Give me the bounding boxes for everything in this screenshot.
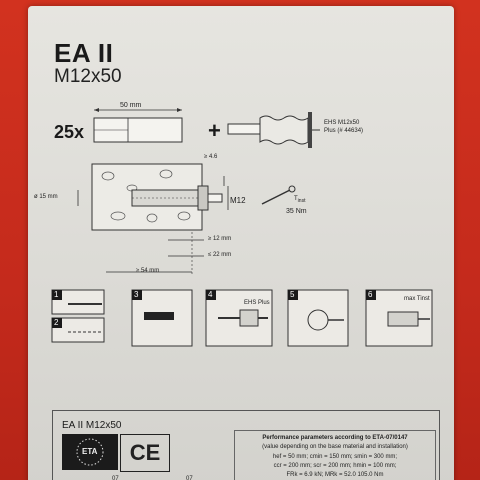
- nut: [197, 185, 209, 211]
- anchor-diagram: [51, 108, 433, 347]
- torque-symbol-sub: inst: [297, 198, 306, 205]
- step-5-number: 5: [290, 290, 295, 299]
- bolt-end: [207, 193, 223, 203]
- depth-min-label: ≥ 12 mm: [208, 236, 232, 242]
- ce-mark: CE: [120, 434, 170, 472]
- eta-logo: ETA: [62, 434, 118, 470]
- setting-tool-shank: [227, 123, 261, 135]
- setting-tool-collar: [308, 112, 312, 148]
- product-title: EA II: [54, 38, 114, 68]
- perf-line-1: Performance parameters according to ETA-…: [262, 435, 408, 441]
- setting-tool-grip: [259, 115, 309, 145]
- eta-label: ETA: [82, 447, 98, 456]
- length-label: 50 mm: [120, 102, 142, 109]
- thread-label: M12: [230, 196, 246, 205]
- step-3-number: 3: [134, 290, 139, 299]
- step-2-number: 2: [54, 318, 59, 327]
- footer-title: EA II M12x50: [62, 420, 122, 431]
- perf-line-2: (value depending on the base material an…: [262, 444, 408, 450]
- code-a: 07: [112, 476, 119, 480]
- wall-dia-label: ≥ 4.6: [204, 154, 218, 160]
- step-1-number: 1: [54, 290, 59, 299]
- perf-line-4: ccr = 200 mm; scr = 200 mm; hmin = 100 m…: [273, 463, 397, 469]
- torque-value: 35 Nm: [286, 208, 307, 215]
- quantity: 25x: [54, 122, 85, 142]
- anchor-body: [93, 117, 183, 143]
- code-b: 07: [186, 476, 193, 480]
- total-min-label: ≥ 54 mm: [136, 268, 160, 274]
- product-label: EA II M12x50 25x +: [28, 6, 454, 480]
- tool-name: EHS M12x50: [324, 120, 360, 126]
- step-6-note: max Tinst: [404, 296, 430, 302]
- torque-symbol: Tinst: [294, 196, 305, 204]
- perf-line-5: FRk = 6.9 kN; MRk = 52.0 105.0 Nm: [286, 472, 384, 478]
- plus-sign: +: [208, 118, 221, 143]
- bore-dia-label: ø 15 mm: [34, 194, 58, 200]
- perf-line-3: hef = 50 mm; cmin = 150 mm; smin = 300 m…: [272, 454, 398, 460]
- torque-symbol-text: T: [294, 196, 298, 202]
- depth-max-label: ≤ 22 mm: [208, 252, 232, 258]
- step-4-tool: EHS Plus: [244, 300, 270, 306]
- torque-wrench: [261, 189, 291, 205]
- performance-box: Performance parameters according to ETA-…: [234, 430, 436, 480]
- product-model: M12x50: [54, 66, 122, 87]
- step-4-number: 4: [208, 290, 213, 299]
- step-6-number: 6: [368, 290, 373, 299]
- certification-box: [52, 410, 440, 480]
- tool-plus: Plus (# 44634): [324, 128, 364, 134]
